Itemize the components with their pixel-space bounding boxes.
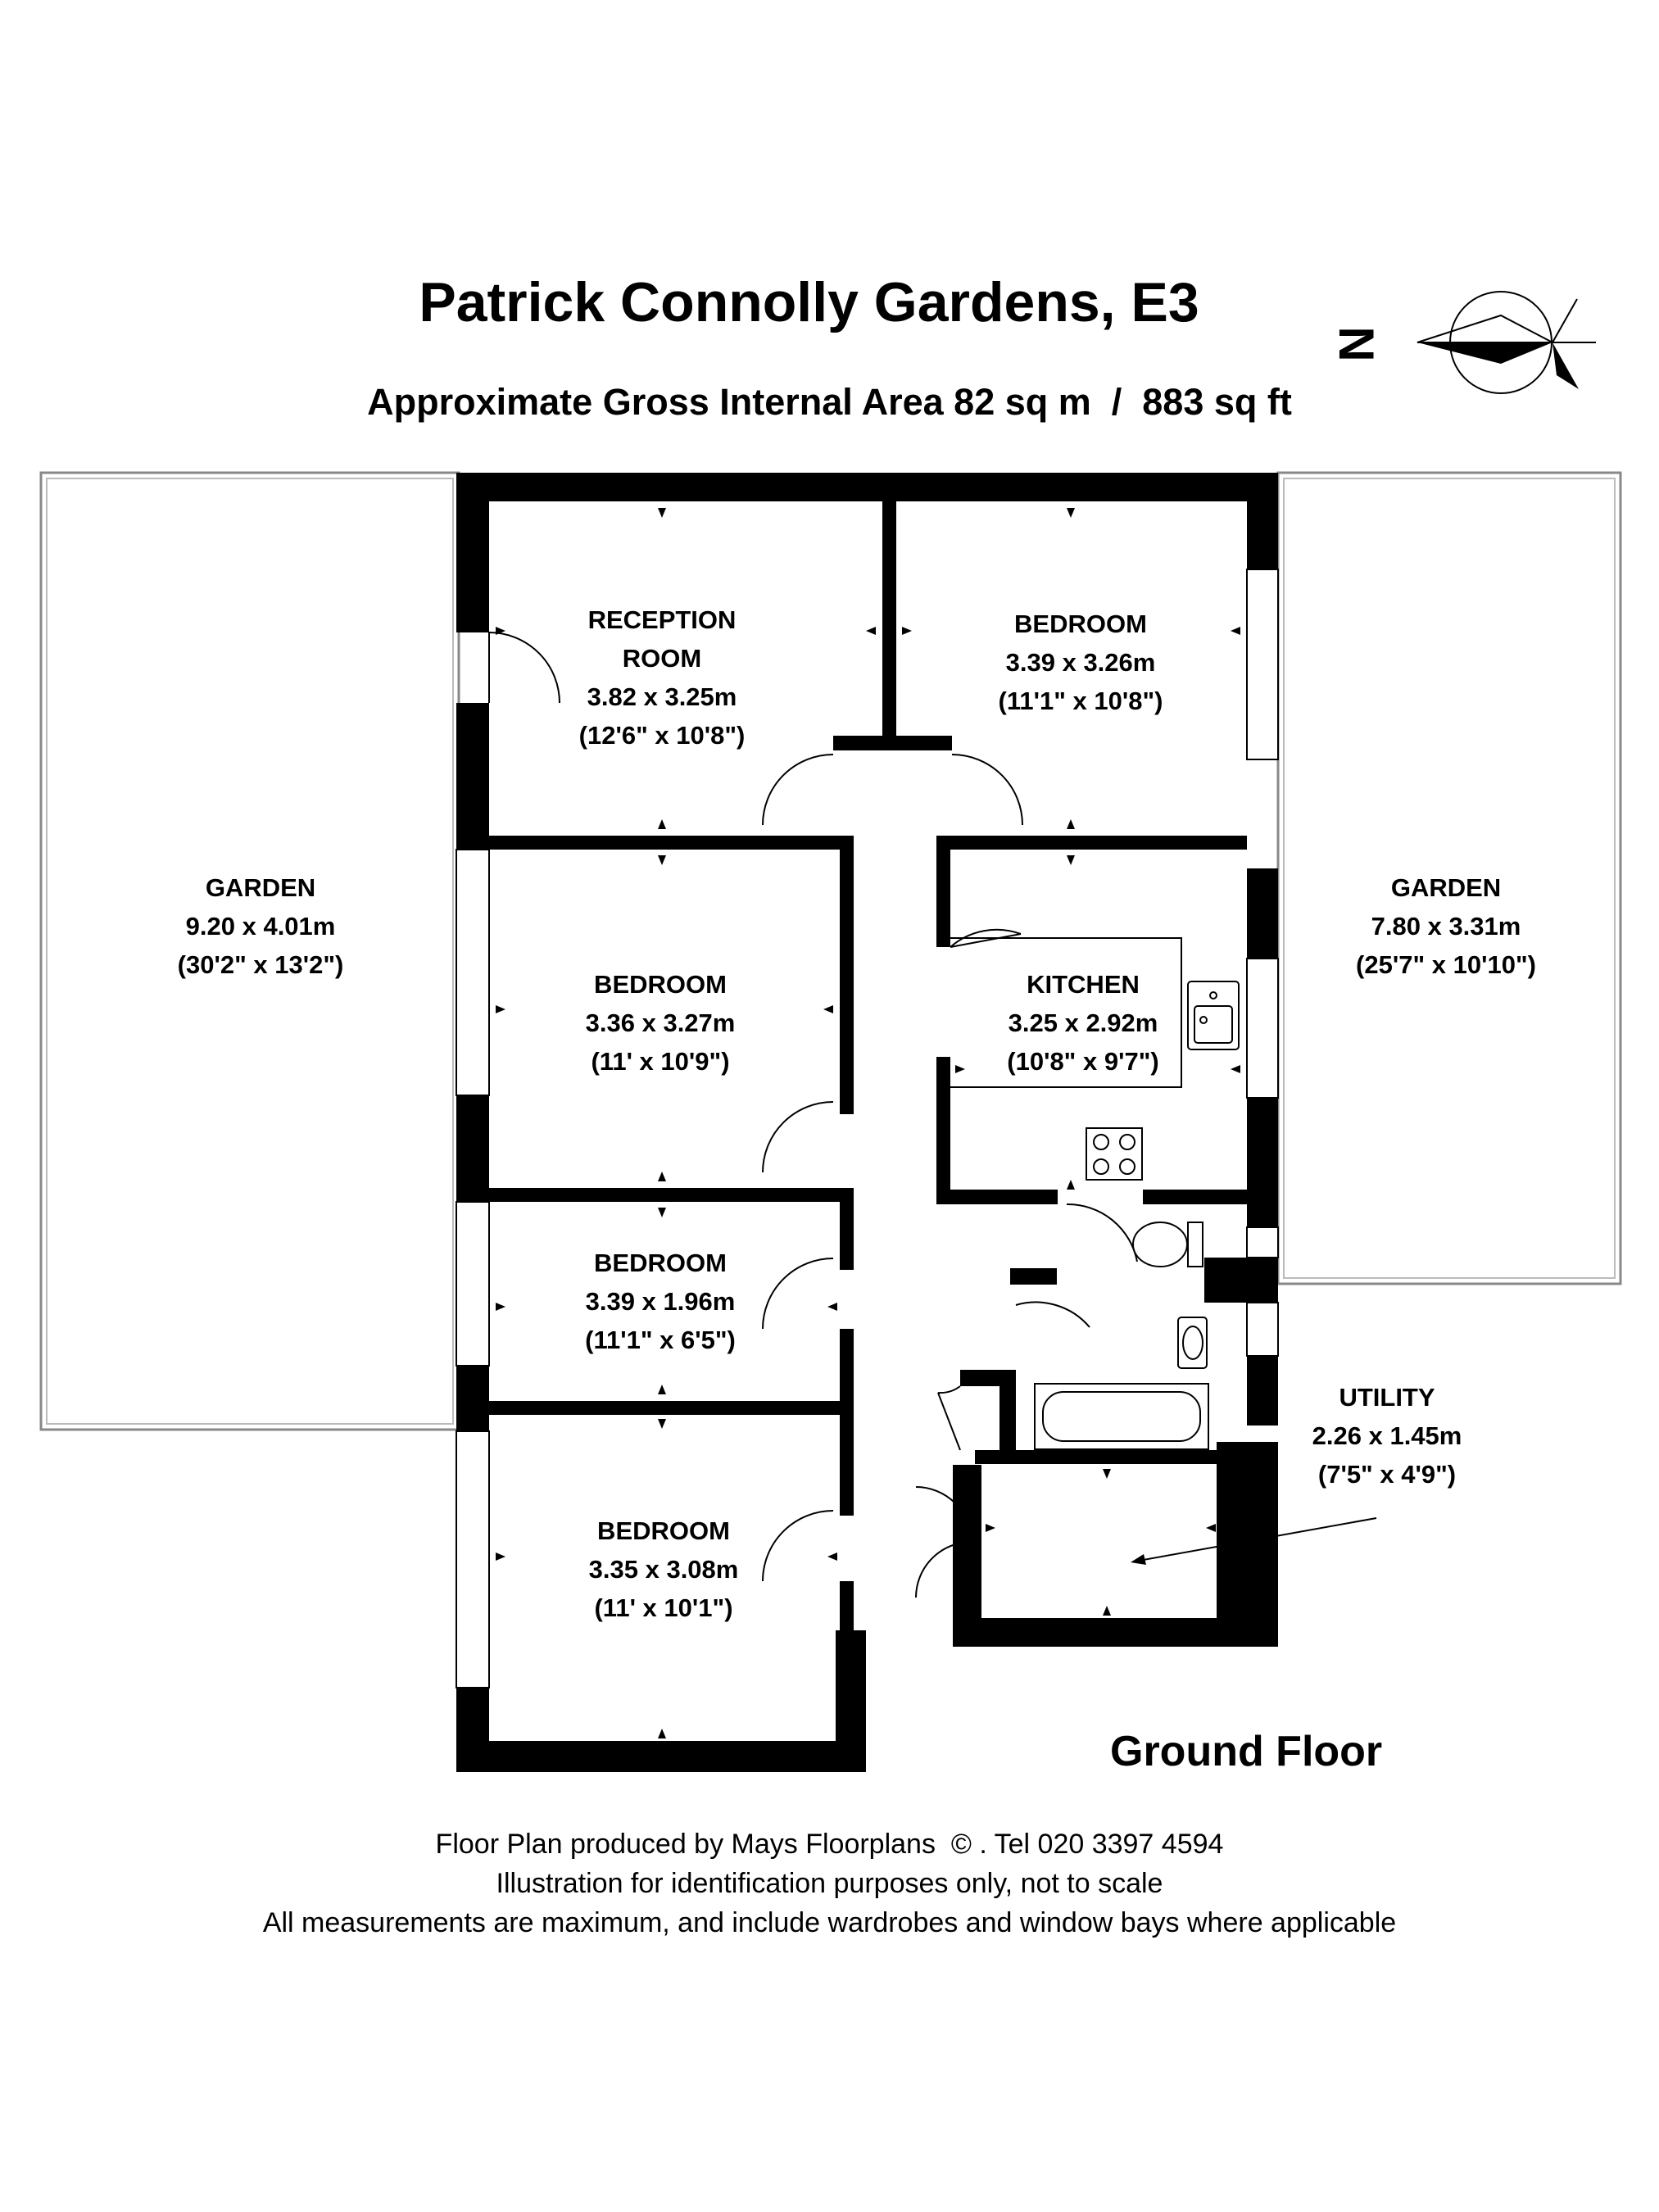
area-subtitle: Approximate Gross Internal Area 82 sq m …: [367, 381, 1292, 423]
kitchen-counter: [950, 937, 1182, 1088]
room-imperial: (11'1" x 10'8"): [998, 687, 1163, 715]
room-reception: RECEPTION ROOM 3.82 x 3.25m (12'6" x 10'…: [579, 601, 746, 755]
hob-icon: [1086, 1127, 1143, 1181]
garden-right: GARDEN 7.80 x 3.31m (25'7" x 10'10"): [1356, 868, 1536, 984]
room-metric: 3.39 x 1.96m: [585, 1287, 736, 1316]
room-name: GARDEN: [1390, 873, 1502, 902]
room-utility: UTILITY 2.26 x 1.45m (7'5" x 4'9"): [1312, 1378, 1462, 1494]
doors: [488, 632, 1138, 1598]
footer-disclaimer: Illustration for identification purposes…: [496, 1868, 1163, 1899]
sink-icon: [1187, 981, 1240, 1050]
room-metric: 3.39 x 3.26m: [1005, 648, 1156, 677]
room-name: BEDROOM: [1014, 610, 1147, 638]
room-imperial: (30'2" x 13'2"): [177, 950, 344, 979]
room-metric: 3.82 x 3.25m: [587, 682, 737, 711]
room-metric: 3.25 x 2.92m: [1008, 1009, 1158, 1037]
windows: [456, 569, 1279, 1688]
garden-left-area-inner: [46, 478, 454, 1425]
utility-pointer: [1138, 1517, 1377, 1562]
garden-right-area-inner: [1283, 478, 1616, 1279]
room-imperial: (7'5" x 4'9"): [1317, 1460, 1457, 1489]
footer-credit: Floor Plan produced by Mays Floorplans ©…: [435, 1829, 1224, 1860]
room-name: GARDEN: [205, 873, 316, 902]
north-arrow-icon: [1416, 291, 1596, 394]
utility-pointer-head: [1131, 1554, 1146, 1565]
room-bedroom-small: BEDROOM 3.39 x 1.96m (11'1" x 6'5"): [585, 1244, 736, 1359]
room-name: UTILITY: [1339, 1383, 1435, 1412]
room-imperial: (11' x 10'1"): [594, 1593, 733, 1622]
garden-left: GARDEN 9.20 x 4.01m (30'2" x 13'2"): [178, 868, 344, 984]
floor-label: Ground Floor: [1110, 1728, 1383, 1775]
room-bedroom-w: BEDROOM 3.36 x 3.27m (11' x 10'9"): [586, 965, 736, 1081]
room-metric: 3.36 x 3.27m: [585, 1009, 736, 1037]
room-imperial: (11' x 10'9"): [591, 1047, 730, 1076]
room-name: KITCHEN: [1027, 970, 1140, 999]
room-bedroom-ne: BEDROOM 3.39 x 3.26m (11'1" x 10'8"): [999, 605, 1163, 720]
room-imperial: (12'6" x 10'8"): [578, 721, 746, 750]
toilet-icon: [1132, 1222, 1203, 1267]
room-kitchen: KITCHEN 3.25 x 2.92m (10'8" x 9'7"): [1007, 965, 1158, 1081]
basin-icon: [1177, 1317, 1208, 1369]
room-name: ROOM: [622, 644, 702, 673]
room-name: BEDROOM: [594, 970, 727, 999]
dimension-arrows: [496, 508, 1240, 1738]
footer-measurements-note: All measurements are maximum, and includ…: [262, 1907, 1397, 1938]
room-metric: 7.80 x 3.31m: [1371, 912, 1521, 941]
room-metric: 3.35 x 3.08m: [588, 1555, 739, 1584]
room-imperial: (11'1" x 6'5"): [585, 1326, 736, 1354]
room-metric: 2.26 x 1.45m: [1312, 1421, 1462, 1450]
room-name: BEDROOM: [594, 1249, 727, 1277]
room-name: BEDROOM: [597, 1516, 730, 1545]
bath-icon: [1034, 1383, 1209, 1450]
room-name: RECEPTION: [587, 605, 737, 634]
room-imperial: (25'7" x 10'10"): [1356, 950, 1536, 979]
room-bedroom-sw: BEDROOM 3.35 x 3.08m (11' x 10'1"): [589, 1512, 739, 1627]
room-metric: 9.20 x 4.01m: [185, 912, 336, 941]
compass-letter: N: [1329, 326, 1385, 362]
page-title: Patrick Connolly Gardens, E3: [419, 271, 1199, 333]
room-imperial: (10'8" x 9'7"): [1007, 1047, 1159, 1076]
